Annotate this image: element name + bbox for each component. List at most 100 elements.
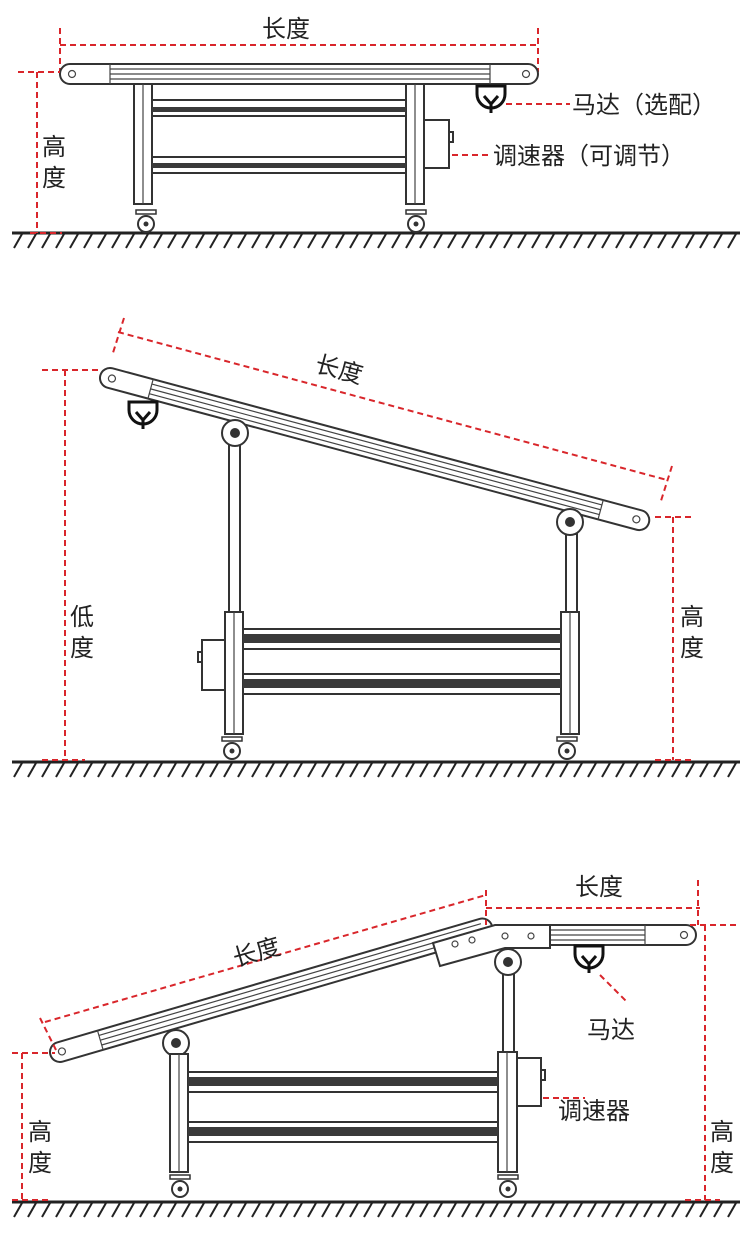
ground-hatch [685, 762, 695, 778]
pivot-joint [221, 419, 249, 447]
ground-hatch [671, 233, 681, 249]
ground-hatch [349, 233, 359, 249]
ground-hatch [293, 233, 303, 249]
ground-hatch [335, 1202, 345, 1218]
motor-label: 马达（选配） [572, 91, 716, 119]
ground-hatch [293, 1202, 303, 1218]
ground-hatch [265, 1202, 275, 1218]
ground-hatch [517, 233, 527, 249]
ground-hatch [237, 233, 247, 249]
ground-hatch [69, 1202, 79, 1218]
ground-hatch [643, 1202, 653, 1218]
ground-hatch [517, 762, 527, 778]
ground-hatch [377, 1202, 387, 1218]
ground-hatch [573, 233, 583, 249]
speed-controller-box [201, 639, 226, 691]
ground-hatch [321, 1202, 331, 1218]
ground-hatch [713, 1202, 723, 1218]
ground-hatch [629, 233, 639, 249]
ground-hatch [657, 233, 667, 249]
ground-hatch [531, 1202, 541, 1218]
caster-wheel [405, 209, 427, 233]
ground-hatch [335, 233, 345, 249]
ground-hatch [433, 1202, 443, 1218]
ground-hatch [265, 762, 275, 778]
ground-hatch [307, 1202, 317, 1218]
ground-hatch [573, 762, 583, 778]
ground-hatch [601, 233, 611, 249]
ground-hatch [139, 1202, 149, 1218]
ground-hatch [405, 1202, 415, 1218]
ground-hatch [321, 762, 331, 778]
ground-hatch [461, 233, 471, 249]
ground-hatch [83, 233, 93, 249]
ground [12, 231, 740, 249]
ground-hatch [727, 1202, 737, 1218]
ground-hatch [391, 1202, 401, 1218]
pivot-joint [162, 1029, 190, 1057]
ground-hatch [363, 1202, 373, 1218]
ground-hatch [83, 1202, 93, 1218]
motor-icon [475, 84, 507, 115]
ground-hatch [279, 1202, 289, 1218]
ground-hatch [251, 762, 261, 778]
ground-hatch [531, 233, 541, 249]
ground-hatch [335, 762, 345, 778]
caster-wheel [169, 1174, 191, 1198]
motor-icon [573, 944, 605, 975]
ground-hatch [643, 762, 653, 778]
controller-label: 调速器 [558, 1097, 630, 1125]
ground-hatch [363, 233, 373, 249]
ground-hatch [349, 762, 359, 778]
length-label: 长度 [312, 350, 366, 389]
ground-hatch [699, 1202, 709, 1218]
ground-hatch [713, 762, 723, 778]
pivot-joint [556, 508, 584, 536]
ground-hatch [55, 762, 65, 778]
ground-hatch [503, 762, 513, 778]
ground-hatch [349, 1202, 359, 1218]
ground-hatch [391, 233, 401, 249]
ground-hatch [629, 1202, 639, 1218]
ground-hatch [97, 1202, 107, 1218]
ground-hatch [279, 762, 289, 778]
ground-hatch [685, 1202, 695, 1218]
joint-plate [431, 924, 551, 968]
ground-hatch [181, 1202, 191, 1218]
ground-hatch [111, 1202, 121, 1218]
ground-hatch [321, 233, 331, 249]
left-height-label: 度 [28, 1149, 52, 1177]
ground-hatch [727, 762, 737, 778]
ground-hatch [195, 1202, 205, 1218]
ground-hatch [405, 762, 415, 778]
ground-hatch [433, 762, 443, 778]
ground-hatch [657, 1202, 667, 1218]
ground-hatch [475, 762, 485, 778]
ground-hatch [153, 762, 163, 778]
flat-conveyor-diagram: 长度 马达（选配） 调速器（可调节） 高 度 [12, 15, 740, 249]
controller-label: 调速器（可调节） [493, 142, 685, 170]
speed-controller-box [516, 1057, 542, 1107]
ground-hatch [97, 233, 107, 249]
ground-hatch [195, 762, 205, 778]
ground-hatch [27, 1202, 37, 1218]
ground-hatch [573, 1202, 583, 1218]
ground-hatch [615, 233, 625, 249]
ground-hatch [223, 1202, 233, 1218]
ground-hatch [97, 762, 107, 778]
ground-hatch [419, 1202, 429, 1218]
right-height-label: 高 [710, 1118, 734, 1146]
ground-hatch [223, 233, 233, 249]
ground-hatch [545, 1202, 555, 1218]
ground-hatch [377, 233, 387, 249]
ground-hatch [111, 233, 121, 249]
ground-hatch [587, 233, 597, 249]
ground-hatch [475, 233, 485, 249]
ground-hatch [405, 233, 415, 249]
incline-length-label: 长度 [230, 932, 284, 972]
conveyor-belt [99, 367, 651, 532]
ground-hatch [307, 762, 317, 778]
right-height-label: 度 [710, 1149, 734, 1177]
ground-hatch [727, 233, 737, 249]
